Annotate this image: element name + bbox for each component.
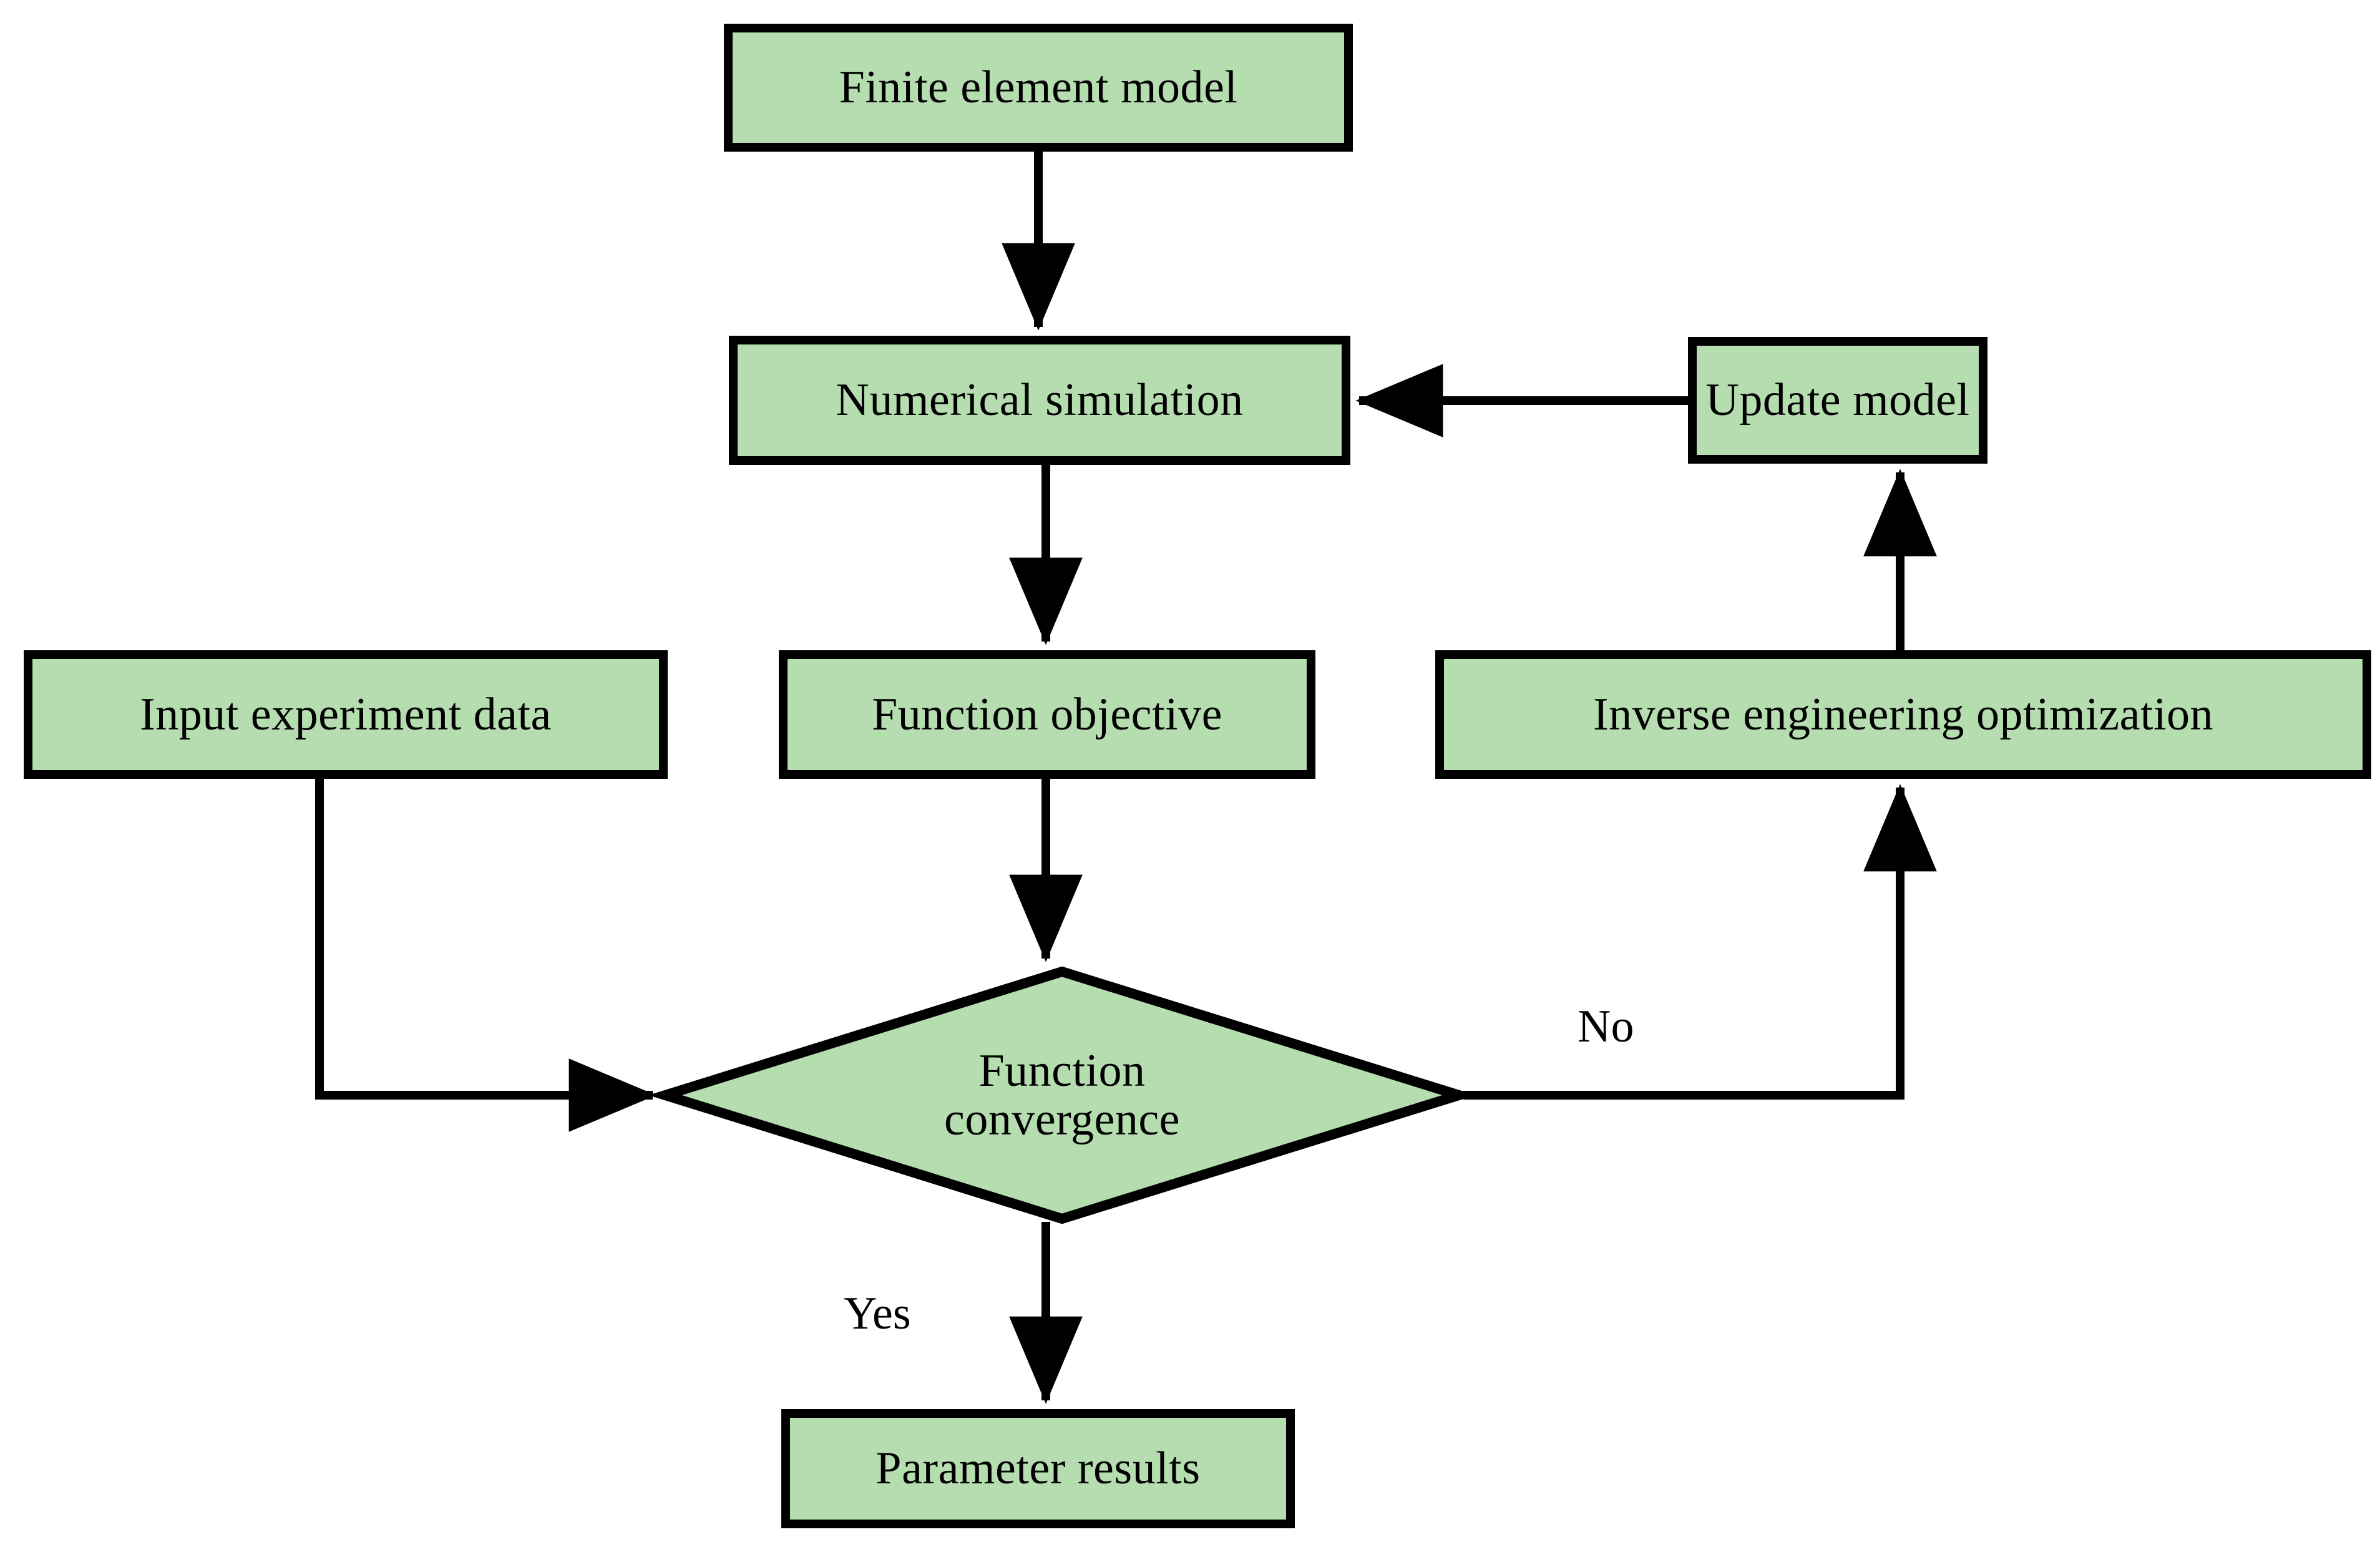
node-inverse-engineering-optimization[interactable] xyxy=(1435,650,2371,779)
edge-input-to-convergence xyxy=(315,779,656,1132)
node-parameter-results[interactable] xyxy=(781,1409,1295,1528)
edges-layer xyxy=(315,152,1937,1404)
edge-convergence-no-to-inverse xyxy=(1463,784,1937,1100)
node-numerical-simulation[interactable] xyxy=(729,336,1350,465)
node-update-model[interactable] xyxy=(1688,337,1987,464)
node-input-experiment-data[interactable] xyxy=(24,650,668,779)
nodes-layer xyxy=(24,24,2371,1528)
edge-label-no: No xyxy=(1578,1001,1634,1052)
node-function-convergence[interactable] xyxy=(648,966,1476,1224)
edge-label-yes: Yes xyxy=(844,1288,911,1339)
node-function-objective[interactable] xyxy=(779,650,1315,779)
node-finite-element-model[interactable] xyxy=(724,24,1353,152)
